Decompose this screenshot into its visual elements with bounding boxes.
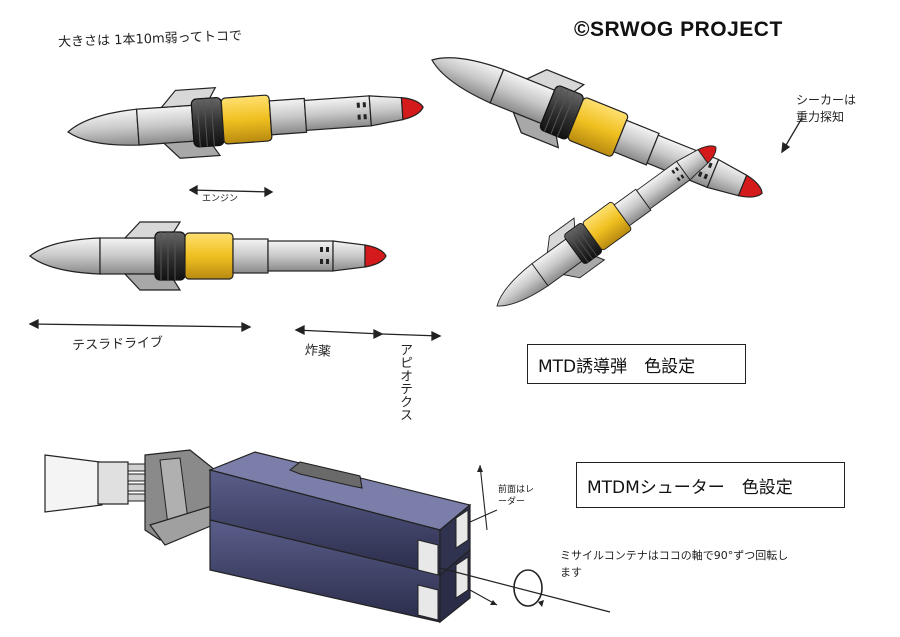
warhead-label: 炸薬 <box>304 343 332 360</box>
front-radar-note: 前面はレーダー <box>498 485 535 507</box>
missile-side-view-1 <box>65 72 427 167</box>
missile-perspective-view-2 <box>481 125 732 328</box>
missile-title: MTD誘導弾 色設定 <box>538 356 696 377</box>
shooter-title-box: MTDMシューター 色設定 <box>576 462 845 508</box>
missile-side-view-2 <box>29 221 387 291</box>
mtdm-shooter-illustration <box>44 449 611 624</box>
missile-title-box: MTD誘導弾 色設定 <box>527 344 746 384</box>
missile-perspective-view-1 <box>418 27 776 226</box>
engine-label: エンジン <box>202 194 239 204</box>
seeker-note: シーカーは重力探知 <box>796 93 857 124</box>
apiotex-label: アピオテクス <box>397 343 412 421</box>
copyright-notice: ©SRWOG PROJECT <box>574 18 783 41</box>
tesla-drive-label: テスラドライブ <box>71 335 164 354</box>
rotation-note: ミサイルコンテナはココの軸で90°ずつ回転します <box>560 549 789 579</box>
shooter-title: MTDMシューター 色設定 <box>587 477 793 498</box>
dimension-arrows <box>28 117 803 342</box>
